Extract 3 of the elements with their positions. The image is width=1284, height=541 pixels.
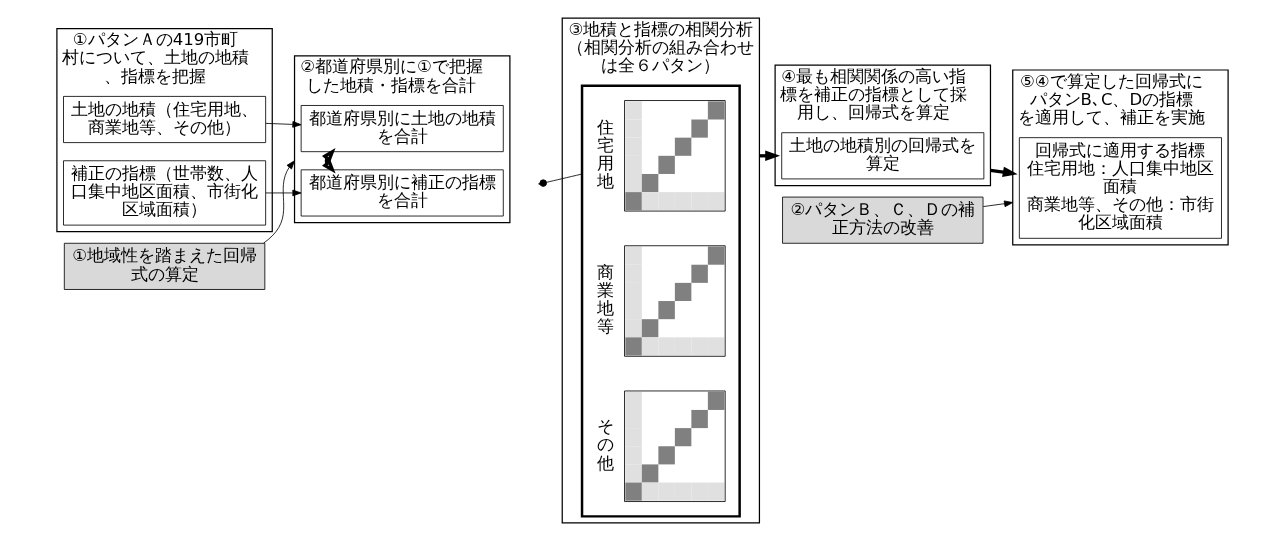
node-label: その他 [596, 417, 614, 473]
node-label: 住宅用地 [596, 117, 614, 192]
node-label: 商業地等 [596, 262, 614, 337]
